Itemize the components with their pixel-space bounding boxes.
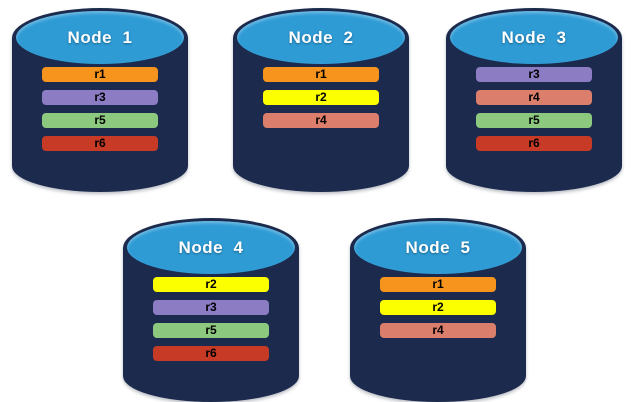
- node-cylinder: Node 2 r1 r2 r4: [233, 8, 409, 192]
- record-bar: r1: [380, 277, 496, 292]
- record-label: r4: [432, 323, 444, 337]
- record-label: r6: [94, 136, 106, 150]
- node-title: Node 4: [178, 237, 244, 257]
- node-title: Node 3: [501, 27, 567, 47]
- record-label: r6: [205, 346, 217, 360]
- record-bar: r3: [153, 300, 269, 315]
- node-cylinder: Node 5 r1 r2 r4: [350, 218, 526, 402]
- cylinder-top: Node 5: [354, 221, 522, 274]
- record-label: r1: [432, 277, 444, 291]
- record-list: r1 r2 r4: [233, 67, 409, 128]
- record-label: r3: [205, 300, 217, 314]
- record-label: r5: [205, 323, 217, 337]
- record-bar: r3: [42, 90, 158, 105]
- node-cylinder: Node 3 r3 r4 r5 r6: [446, 8, 622, 192]
- record-label: r2: [315, 90, 327, 104]
- record-label: r6: [528, 136, 540, 150]
- record-label: r1: [315, 67, 327, 81]
- record-label: r2: [205, 277, 217, 291]
- cylinder-top: Node 3: [450, 11, 618, 64]
- record-label: r3: [528, 67, 540, 81]
- record-label: r4: [315, 113, 327, 127]
- record-bar: r5: [153, 323, 269, 338]
- node-title: Node 5: [405, 237, 471, 257]
- record-label: r5: [528, 113, 540, 127]
- record-label: r2: [432, 300, 444, 314]
- record-bar: r4: [380, 323, 496, 338]
- record-bar: r4: [476, 90, 592, 105]
- record-bar: r1: [42, 67, 158, 82]
- record-bar: r5: [476, 113, 592, 128]
- record-bar: r4: [263, 113, 379, 128]
- record-bar: r1: [263, 67, 379, 82]
- record-bar: r5: [42, 113, 158, 128]
- record-list: r1 r2 r4: [350, 277, 526, 338]
- record-bar: r2: [153, 277, 269, 292]
- record-bar: r6: [153, 346, 269, 361]
- record-label: r4: [528, 90, 540, 104]
- node-cylinder: Node 1 r1 r3 r5 r6: [12, 8, 188, 192]
- record-bar: r6: [42, 136, 158, 151]
- cylinder-top: Node 4: [127, 221, 295, 274]
- record-list: r2 r3 r5 r6: [123, 277, 299, 361]
- cylinder-top: Node 1: [16, 11, 184, 64]
- record-list: r3 r4 r5 r6: [446, 67, 622, 151]
- record-label: r1: [94, 67, 106, 81]
- record-list: r1 r3 r5 r6: [12, 67, 188, 151]
- node-title: Node 1: [67, 27, 133, 47]
- node-title: Node 2: [288, 27, 354, 47]
- record-bar: r3: [476, 67, 592, 82]
- record-label: r3: [94, 90, 106, 104]
- cylinder-top: Node 2: [237, 11, 405, 64]
- record-bar: r2: [263, 90, 379, 105]
- record-bar: r6: [476, 136, 592, 151]
- record-label: r5: [94, 113, 106, 127]
- record-bar: r2: [380, 300, 496, 315]
- node-cylinder: Node 4 r2 r3 r5 r6: [123, 218, 299, 402]
